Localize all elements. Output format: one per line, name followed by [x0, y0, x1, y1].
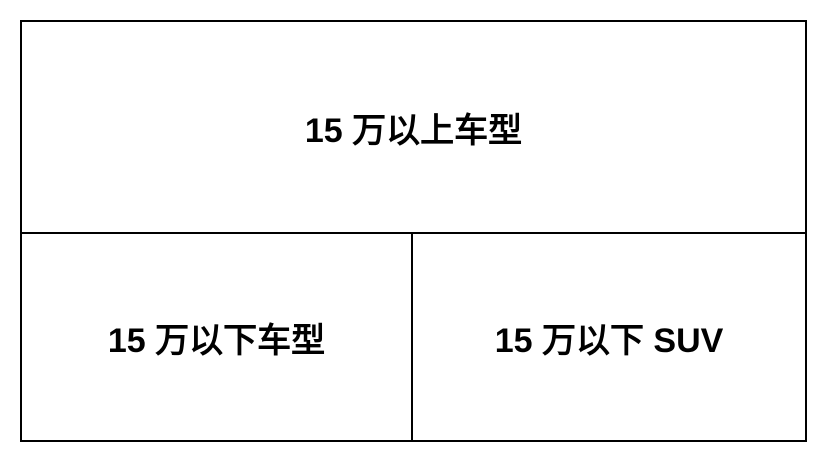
- segment-below-150k: 15 万以下车型: [20, 232, 413, 442]
- segment-label: 15 万以下车型: [107, 321, 326, 360]
- segment-above-150k: 15 万以上车型: [20, 20, 807, 234]
- segment-label: 15 万以下 SUV: [494, 321, 724, 360]
- segment-below-150k-suv: 15 万以下 SUV: [411, 232, 807, 442]
- segment-label: 15 万以上车型: [304, 111, 523, 150]
